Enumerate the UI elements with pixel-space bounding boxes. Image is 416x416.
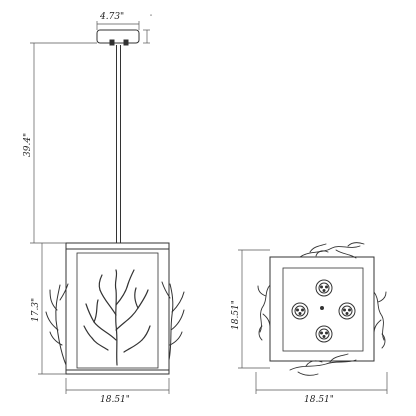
coral-branch-right	[161, 281, 185, 361]
side-view	[45, 29, 185, 375]
dim-canopy-width: 4.73"	[99, 12, 124, 22]
top-flourish-left	[257, 284, 271, 341]
socket-bottom	[315, 325, 333, 343]
dim-canopy-height: "	[150, 14, 152, 20]
lamp-top-cap	[65, 242, 170, 250]
socket-top	[315, 279, 333, 297]
lamp-frame	[65, 248, 170, 373]
center-hole	[320, 306, 324, 310]
top-view	[257, 242, 387, 376]
dim-rod-length: 39.4"	[23, 133, 33, 157]
top-view-dimensions	[238, 249, 388, 394]
top-flourish-bottom	[289, 353, 357, 376]
dim-top-depth: 18.51"	[231, 300, 241, 330]
dim-body-width: 18.51"	[100, 395, 130, 405]
socket-right	[338, 302, 356, 320]
dim-body-height: 17.3"	[31, 298, 41, 322]
side-view-dimensions	[30, 21, 170, 394]
top-view-inner	[282, 267, 364, 352]
canopy-screw-right	[123, 39, 129, 46]
coral-branch-center	[83, 269, 151, 366]
lamp-inner-panel	[76, 252, 159, 369]
coral-branch-left	[45, 283, 69, 366]
top-flourish-right	[373, 291, 387, 349]
lamp-bottom-cap	[65, 369, 170, 375]
top-flourish-top	[299, 242, 365, 259]
dim-top-width: 18.51"	[304, 395, 334, 405]
socket-left	[291, 302, 309, 320]
canopy	[96, 29, 140, 44]
canopy-screw-left	[109, 39, 115, 46]
